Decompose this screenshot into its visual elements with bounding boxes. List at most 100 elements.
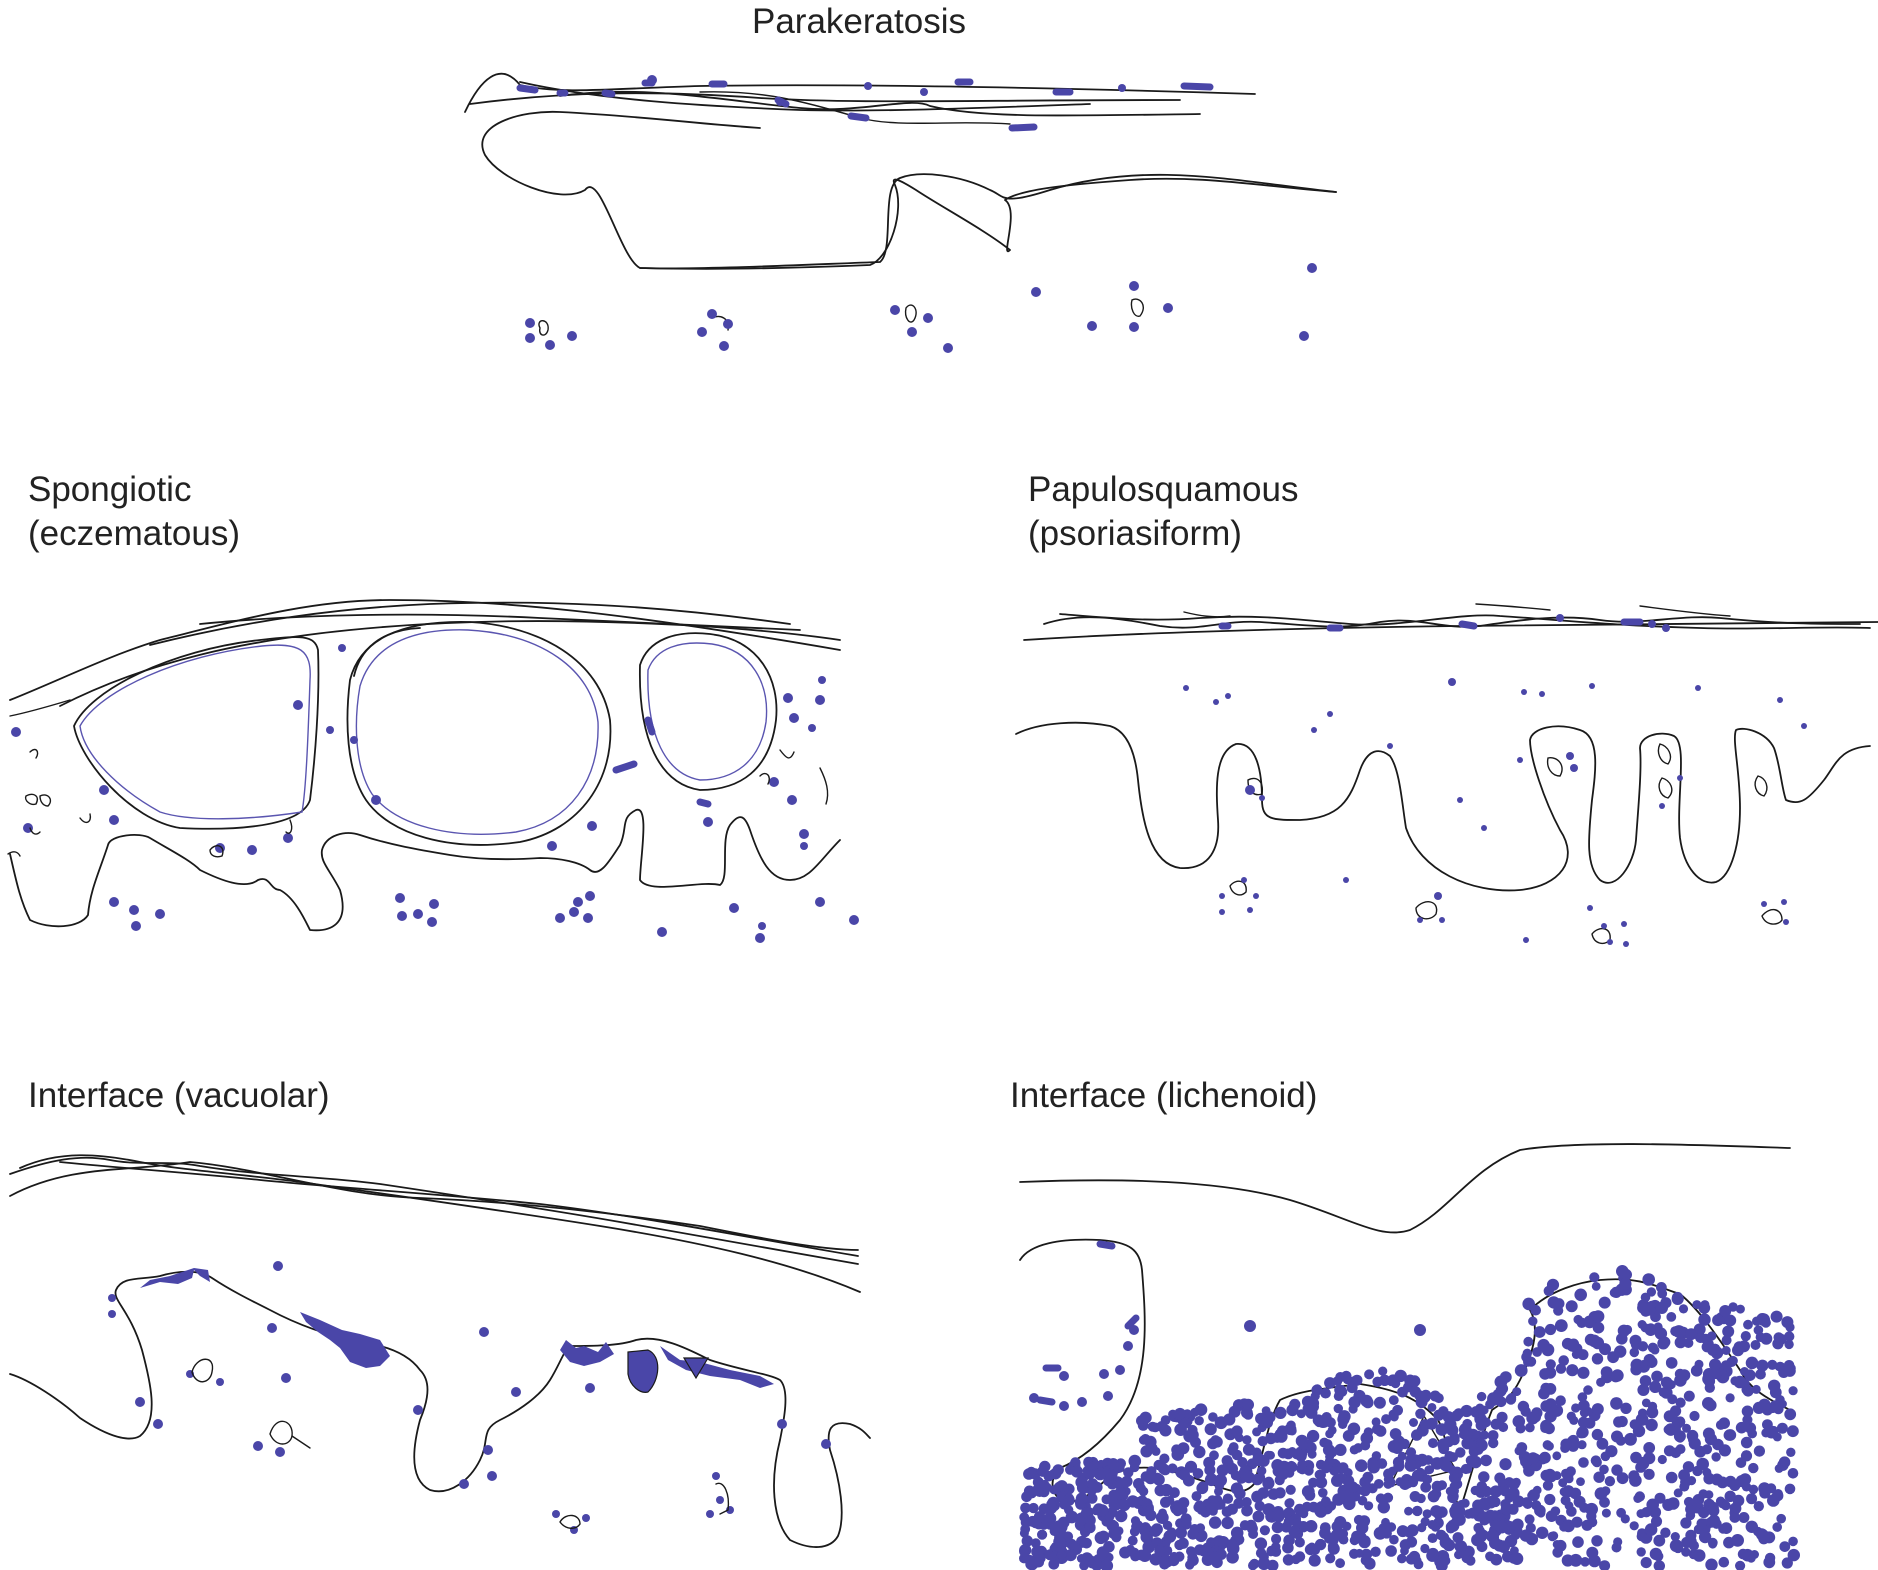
infiltrate-nucleus bbox=[1737, 1548, 1749, 1560]
infiltrate-nucleus bbox=[1578, 1399, 1590, 1412]
infiltrate-nucleus bbox=[1033, 1556, 1045, 1568]
infiltrate-nucleus bbox=[1389, 1534, 1399, 1545]
infiltrate-nucleus bbox=[1086, 1493, 1098, 1504]
infiltrate-nucleus bbox=[1536, 1526, 1549, 1540]
infiltrate-nucleus bbox=[1287, 1426, 1297, 1436]
infiltrate-nucleus bbox=[1544, 1323, 1557, 1336]
infiltrate-nucleus bbox=[1566, 1364, 1579, 1377]
infiltrate-nucleus bbox=[1711, 1369, 1722, 1380]
infiltrate-nucleus bbox=[1670, 1326, 1681, 1337]
infiltrate-nucleus bbox=[1184, 1460, 1198, 1473]
infiltrate-nucleus bbox=[1492, 1389, 1502, 1399]
infiltrate-nucleus bbox=[1422, 1509, 1432, 1519]
infiltrate-nucleus bbox=[1545, 1510, 1558, 1522]
infiltrate-nucleus bbox=[1541, 1343, 1555, 1357]
infiltrate-nucleus bbox=[1722, 1325, 1735, 1338]
infiltrate-nucleus bbox=[1649, 1380, 1662, 1393]
infiltrate-nucleus bbox=[1750, 1340, 1761, 1350]
infiltrate-nucleus bbox=[1629, 1419, 1640, 1430]
infiltrate-nucleus bbox=[1449, 1481, 1460, 1492]
infiltrate-nucleus bbox=[1521, 1497, 1533, 1508]
infiltrate-nucleus bbox=[1396, 1525, 1409, 1538]
infiltrate-nucleus bbox=[1431, 1480, 1444, 1493]
infiltrate-nucleus bbox=[1611, 1464, 1623, 1476]
infiltrate-nucleus bbox=[1026, 1466, 1037, 1478]
infiltrate-nucleus bbox=[1555, 1363, 1567, 1374]
infiltrate-nucleus bbox=[1671, 1416, 1683, 1428]
infiltrate-nucleus bbox=[1208, 1412, 1218, 1422]
infiltrate-nucleus bbox=[1666, 1312, 1677, 1322]
infiltrate-nucleus bbox=[1643, 1442, 1656, 1454]
infiltrate-nucleus bbox=[1784, 1339, 1794, 1350]
infiltrate-nucleus bbox=[1540, 1382, 1552, 1394]
infiltrate-nucleus bbox=[1285, 1484, 1296, 1495]
infiltrate-nucleus bbox=[1355, 1459, 1368, 1472]
infiltrate-nucleus bbox=[1100, 1559, 1114, 1570]
infiltrate-nucleus bbox=[1593, 1471, 1605, 1483]
infiltrate-nucleus bbox=[1153, 1473, 1164, 1484]
infiltrate-nucleus bbox=[1629, 1347, 1640, 1358]
infiltrate-nucleus bbox=[1637, 1341, 1649, 1352]
infiltrate-nucleus bbox=[1226, 1539, 1238, 1551]
infiltrate-nucleus bbox=[1222, 1493, 1234, 1504]
infiltrate-nucleus bbox=[1572, 1536, 1584, 1548]
infiltrate-nucleus bbox=[1386, 1376, 1397, 1387]
infiltrate-nucleus bbox=[1480, 1454, 1492, 1467]
infiltrate-nucleus bbox=[1140, 1434, 1151, 1445]
infiltrate-nucleus bbox=[1735, 1421, 1748, 1434]
infiltrate-nucleus bbox=[1139, 1411, 1152, 1424]
infiltrate-nucleus bbox=[1669, 1539, 1683, 1553]
infiltrate-nucleus bbox=[1616, 1472, 1629, 1485]
infiltrate-nucleus bbox=[1417, 1523, 1427, 1533]
title-papulosquamous: Papulosquamous (psoriasiform) bbox=[1028, 470, 1299, 553]
infiltrate-nucleus bbox=[1420, 1543, 1430, 1554]
infiltrate-nucleus bbox=[1707, 1537, 1718, 1548]
infiltrate-nucleus bbox=[1334, 1443, 1347, 1456]
psoriasiform-cells bbox=[1183, 683, 1807, 947]
infiltrate-nucleus bbox=[1560, 1438, 1572, 1450]
infiltrate-nucleus bbox=[1710, 1473, 1723, 1486]
infiltrate-nucleus bbox=[1311, 1384, 1323, 1396]
infiltrate-nucleus bbox=[1221, 1506, 1233, 1518]
infiltrate-nucleus bbox=[1114, 1489, 1125, 1500]
infiltrate-nucleus bbox=[1192, 1468, 1204, 1479]
infiltrate-nucleus bbox=[1412, 1505, 1423, 1517]
infiltrate-nucleus bbox=[1705, 1558, 1718, 1570]
infiltrate-nucleus bbox=[1242, 1443, 1256, 1456]
infiltrate-nucleus bbox=[1653, 1560, 1665, 1570]
spongiotic-dermal-cells bbox=[109, 891, 859, 943]
infiltrate-nucleus bbox=[1428, 1438, 1438, 1449]
infiltrate-nucleus bbox=[1611, 1369, 1624, 1382]
infiltrate-nucleus bbox=[1096, 1546, 1110, 1559]
infiltrate-nucleus bbox=[1650, 1345, 1660, 1355]
infiltrate-nucleus bbox=[1467, 1507, 1479, 1519]
infiltrate-nucleus bbox=[1571, 1403, 1581, 1413]
infiltrate-nucleus bbox=[1183, 1429, 1197, 1443]
infiltrate-nucleus bbox=[1365, 1557, 1376, 1569]
infiltrate-nucleus bbox=[1738, 1512, 1750, 1523]
infiltrate-nucleus bbox=[1325, 1429, 1334, 1439]
infiltrate-nucleus bbox=[1461, 1437, 1474, 1450]
infiltrate-nucleus bbox=[1241, 1406, 1253, 1419]
infiltrate-nucleus bbox=[1636, 1531, 1647, 1542]
infiltrate-nucleus bbox=[1591, 1535, 1603, 1547]
infiltrate-nucleus bbox=[1228, 1442, 1239, 1452]
infiltrate-nucleus bbox=[1601, 1486, 1611, 1496]
infiltrate-nucleus bbox=[1613, 1537, 1623, 1547]
infiltrate-nucleus bbox=[1709, 1358, 1722, 1371]
infiltrate-nucleus bbox=[1433, 1510, 1443, 1520]
infiltrate-nucleus bbox=[1629, 1521, 1639, 1531]
infiltrate-nucleus bbox=[1128, 1454, 1142, 1468]
infiltrate-nucleus bbox=[1351, 1530, 1363, 1542]
infiltrate-nucleus bbox=[1194, 1416, 1204, 1426]
infiltrate-nucleus bbox=[1547, 1531, 1558, 1542]
infiltrate-nucleus bbox=[1552, 1451, 1562, 1461]
infiltrate-nucleus bbox=[1641, 1398, 1651, 1408]
infiltrate-nucleus bbox=[1019, 1546, 1030, 1557]
infiltrate-nucleus bbox=[1066, 1538, 1078, 1550]
infiltrate-nucleus bbox=[1650, 1515, 1663, 1527]
infiltrate-nucleus bbox=[1740, 1436, 1753, 1449]
infiltrate-nucleus bbox=[1643, 1353, 1656, 1366]
infiltrate-nucleus bbox=[1185, 1560, 1195, 1570]
infiltrate-nucleus bbox=[1094, 1531, 1108, 1545]
